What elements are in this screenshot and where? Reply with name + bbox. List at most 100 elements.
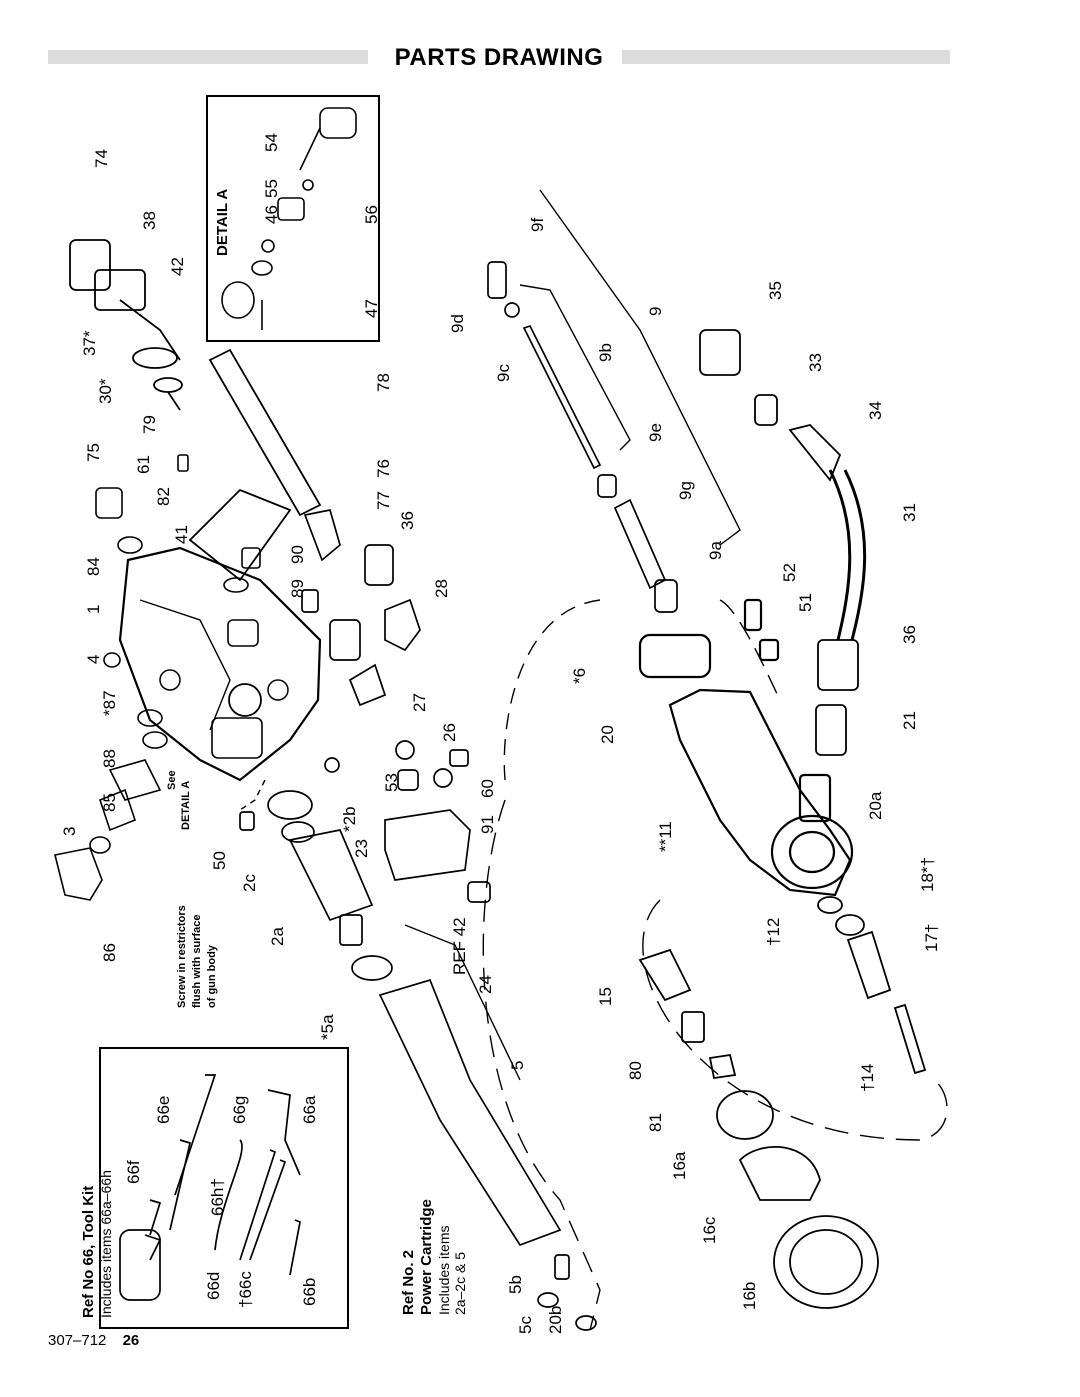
power-cartridge-title-1: Ref No. 2 [400, 1249, 417, 1315]
note-line-1: Screw in restrictors [176, 905, 188, 1008]
callout-label: 20b [546, 1305, 565, 1334]
callout-label: 37* [80, 330, 99, 356]
ref-42-label: REF 42 [450, 917, 469, 975]
power-cartridge-sub-1: Includes items [436, 1225, 452, 1315]
callout-label: 80 [626, 1061, 645, 1080]
callout-label: 36 [398, 511, 417, 530]
callout-label: 66b [300, 1277, 319, 1306]
callout-label: 24 [476, 975, 495, 994]
footer: 307–712 26 [48, 1332, 139, 1349]
detail-a-title: DETAIL A [214, 188, 231, 256]
tool-kit-subtitle: Includes items 66a–66h [98, 1170, 114, 1318]
gun-handle [638, 598, 854, 897]
callout-label: 56 [362, 205, 381, 224]
callout-label: 18*† [918, 857, 937, 892]
callout-label: 76 [374, 459, 393, 478]
callout-label: 3 [60, 826, 79, 836]
callout-label: 81 [646, 1113, 665, 1132]
callout-label: 5 [508, 1060, 527, 1070]
callout-label: 9b [596, 343, 615, 362]
valve-74 [69, 239, 183, 411]
tube-78 [208, 348, 322, 517]
callout-label: 41 [172, 525, 191, 544]
callout-label: *2b [340, 806, 359, 832]
see-detail-line-2: DETAIL A [180, 780, 192, 830]
callout-label: 26 [440, 723, 459, 742]
callout-label: 90 [288, 545, 307, 564]
note-line-3: of gun body [206, 945, 218, 1008]
callout-label: 36 [900, 625, 919, 644]
callout-label: 88 [100, 749, 119, 768]
callout-label: 15 [596, 987, 615, 1006]
callout-label: 84 [84, 557, 103, 576]
callout-label: 33 [806, 353, 825, 372]
callout-label: 5b [506, 1275, 525, 1294]
callout-label: 9e [646, 423, 665, 442]
callout-label: 2c [240, 874, 259, 892]
detail-a-box [206, 95, 380, 342]
callout-label: 16b [740, 1281, 759, 1310]
callout-label: 20a [866, 791, 885, 820]
callout-label: 9d [448, 314, 467, 333]
callout-label: 66g [230, 1095, 249, 1124]
callout-label: 66a [300, 1095, 319, 1124]
title-rule-right [622, 50, 950, 64]
tool-kit-title: Ref No 66, Tool Kit [80, 1185, 97, 1318]
callout-label: *6 [570, 667, 589, 684]
callout-label: 74 [92, 149, 111, 168]
callout-label: †14 [858, 1063, 877, 1092]
callout-label: 86 [100, 943, 119, 962]
callout-label: 42 [168, 257, 187, 276]
callout-label: 66h† [208, 1178, 227, 1216]
callout-label: 35 [766, 281, 785, 300]
callout-label: 17† [922, 923, 941, 952]
doc-number: 307–712 [48, 1332, 107, 1349]
callout-label: 30* [96, 378, 115, 404]
callout-label: 52 [780, 563, 799, 582]
callout-label: 20 [598, 725, 617, 744]
callout-label: 9 [646, 306, 665, 316]
callout-label: 27 [410, 693, 429, 712]
callout-label: 34 [866, 401, 885, 420]
callout-label: 21 [900, 711, 919, 730]
callout-label: *87 [100, 690, 119, 716]
callout-label: 47 [362, 299, 381, 318]
callout-label: 85 [100, 793, 119, 812]
callout-label: 16c [700, 1216, 719, 1244]
callout-label: 9c [494, 364, 513, 382]
callout-label: 5c [516, 1316, 535, 1334]
callout-label: 66f [124, 1160, 143, 1184]
callout-label: 2a [268, 927, 287, 946]
title-rule-left [48, 50, 368, 64]
callout-label: **11 [656, 821, 675, 852]
callout-label: 23 [352, 839, 371, 858]
title-bar: PARTS DRAWING [48, 44, 950, 71]
callout-label: 51 [796, 593, 815, 612]
callout-label: 66e [154, 1095, 173, 1124]
callout-label: †12 [764, 917, 783, 946]
power-cartridge-title-2: Power Cartridge [418, 1199, 435, 1315]
page-number: 26 [122, 1332, 140, 1349]
callout-label: 50 [210, 851, 229, 870]
callout-label: 46 [262, 205, 281, 224]
callout-label: 91 [478, 815, 497, 834]
callout-label: 54 [262, 133, 281, 152]
callout-label: 9f [528, 217, 547, 232]
callout-label: *5a [318, 1014, 337, 1040]
callout-label: 60 [478, 779, 497, 798]
callout-label: 79 [140, 415, 159, 434]
gun-body [118, 546, 322, 782]
callout-label: 82 [154, 487, 173, 506]
see-detail-line-1: See [166, 770, 178, 790]
callout-label: 31 [900, 503, 919, 522]
callout-label: 16a [670, 1151, 689, 1180]
callout-label: 1 [84, 604, 103, 614]
tool-kit-box [99, 1047, 349, 1329]
callout-label: 75 [84, 443, 103, 462]
callout-label: 9a [706, 541, 725, 560]
callout-label: 77 [374, 491, 393, 510]
page-title: PARTS DRAWING [394, 44, 604, 71]
callout-label: 53 [382, 773, 401, 792]
callout-label: †66c [236, 1271, 255, 1308]
